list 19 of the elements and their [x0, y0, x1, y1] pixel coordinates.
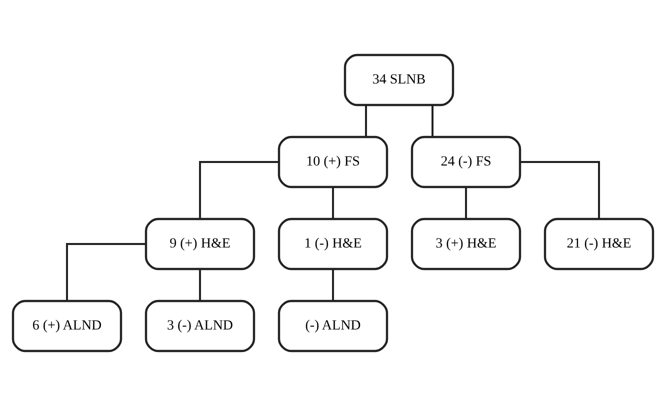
connector — [198, 268, 200, 300]
connector — [364, 104, 366, 136]
node-box: 6 (+) ALND — [11, 299, 122, 352]
node-box: 3 (-) ALND — [144, 299, 255, 352]
connector — [464, 186, 466, 218]
node-box: 10 (+) FS — [277, 135, 388, 188]
node-box: 3 (+) H&E — [410, 217, 521, 270]
connector — [332, 186, 334, 218]
connector — [431, 104, 433, 136]
connector — [520, 160, 600, 218]
node-box: (-) ALND — [277, 299, 388, 352]
connector — [332, 268, 334, 300]
node-box: 9 (+) H&E — [144, 217, 255, 270]
node-box: 21 (-) H&E — [543, 217, 654, 270]
connector — [198, 160, 278, 218]
node-box: 1 (-) H&E — [277, 217, 388, 270]
node-box: 34 SLNB — [343, 53, 454, 106]
connector — [66, 242, 146, 300]
node-box: 24 (-) FS — [410, 135, 521, 188]
